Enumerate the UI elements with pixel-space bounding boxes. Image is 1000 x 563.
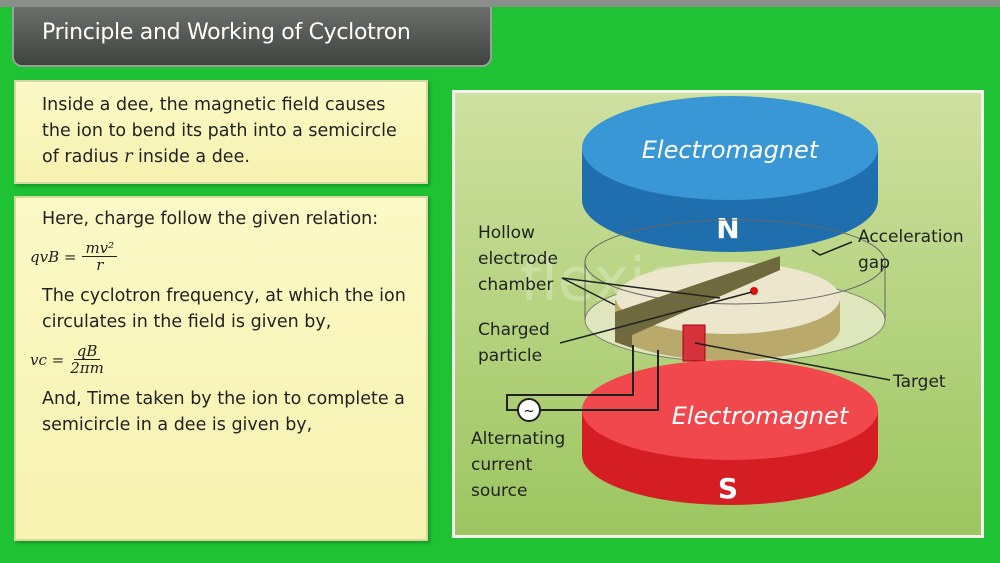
frequency-text: The cyclotron frequency, at which the io… bbox=[42, 286, 406, 332]
radius-var: r bbox=[124, 147, 133, 167]
north-pole-label: N bbox=[716, 212, 739, 245]
eq2-num: qB bbox=[73, 343, 101, 360]
top-magnet-label: Electromagnet bbox=[642, 136, 820, 164]
ac-source-icon bbox=[517, 398, 541, 422]
target bbox=[682, 324, 706, 362]
cyclotron-diagram: flexiguru Electromagnet N Electromagnet … bbox=[471, 96, 964, 505]
eq2-lhs: vc = bbox=[30, 350, 65, 369]
bottom-electromagnet: Electromagnet S bbox=[582, 360, 878, 505]
bottom-magnet-label: Electromagnet bbox=[672, 402, 850, 430]
eq2-den: 2πm bbox=[70, 359, 104, 377]
dee-text-a: Inside a dee, the magnetic field causes … bbox=[42, 95, 397, 167]
slide-title-bar: Principle and Working of Cyclotron bbox=[12, 7, 492, 67]
time-text: And, Time taken by the ion to complete a… bbox=[42, 389, 405, 435]
cyclotron-diagram-panel: flexiguru Electromagnet N Electromagnet … bbox=[452, 90, 984, 538]
dee-text: Inside a dee, the magnetic field causes … bbox=[42, 92, 408, 170]
text-box-relations: Here, charge follow the given relation: … bbox=[14, 196, 428, 541]
eq1-num: mv² bbox=[82, 240, 118, 257]
top-bar bbox=[0, 0, 1000, 7]
label-target: Target bbox=[892, 372, 946, 392]
text-box-dee: Inside a dee, the magnetic field causes … bbox=[14, 80, 428, 184]
relation-intro: Here, charge follow the given relation: bbox=[42, 209, 379, 229]
top-electromagnet: Electromagnet N bbox=[582, 96, 878, 252]
slide-title: Principle and Working of Cyclotron bbox=[42, 20, 411, 45]
eq1-lhs: qvB = bbox=[30, 247, 77, 266]
charged-particle bbox=[750, 287, 758, 295]
acceleration-gap bbox=[615, 256, 780, 348]
dee-text-b: inside a dee. bbox=[132, 147, 250, 167]
south-pole-label: S bbox=[718, 472, 738, 505]
eq1-den: r bbox=[96, 256, 104, 274]
ac-symbol: ~ bbox=[524, 404, 535, 419]
